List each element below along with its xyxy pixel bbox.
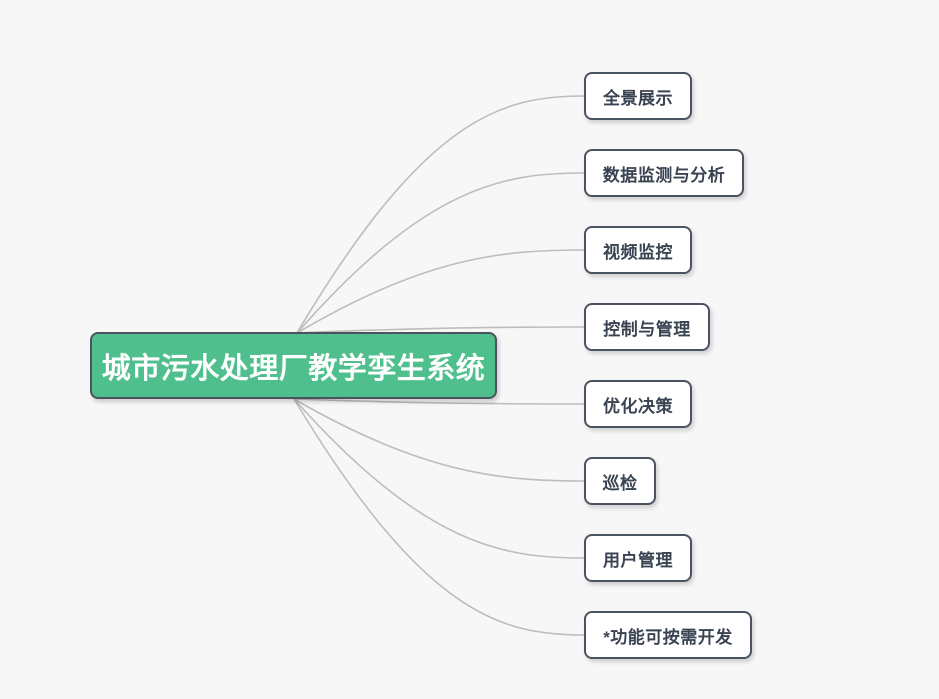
branch-node-label: 控制与管理 [603, 319, 691, 339]
connector-curve [296, 95, 585, 334]
branch-node-panorama[interactable]: 全景展示 [584, 72, 692, 120]
connector-curve [293, 398, 585, 559]
branch-node-label: 用户管理 [603, 550, 673, 570]
branch-node-label: 视频监控 [603, 242, 673, 262]
branch-node-label: 优化决策 [603, 396, 673, 416]
branch-node-user-management[interactable]: 用户管理 [584, 534, 692, 582]
branch-node-control-management[interactable]: 控制与管理 [584, 303, 710, 351]
root-node[interactable]: 城市污水处理厂教学孪生系统 [90, 332, 497, 399]
branch-node-optimization-decision[interactable]: 优化决策 [584, 380, 692, 428]
root-node-label: 城市污水处理厂教学孪生系统 [101, 352, 486, 385]
connector-curve [296, 249, 585, 334]
branch-node-inspection[interactable]: 巡检 [584, 457, 656, 505]
branch-node-video-surveillance[interactable]: 视频监控 [584, 226, 692, 274]
connector-curve [293, 398, 585, 636]
connector-curve [293, 398, 585, 405]
branch-node-custom-development-note[interactable]: *功能可按需开发 [584, 611, 752, 659]
branch-node-label: 数据监测与分析 [602, 165, 726, 185]
connector-curve [296, 172, 585, 334]
connector-curve [293, 398, 585, 482]
branch-node-label: *功能可按需开发 [603, 627, 733, 647]
branch-node-data-monitoring[interactable]: 数据监测与分析 [584, 149, 744, 197]
branch-node-label: 巡检 [602, 473, 638, 493]
branch-node-label: 全景展示 [603, 88, 673, 108]
